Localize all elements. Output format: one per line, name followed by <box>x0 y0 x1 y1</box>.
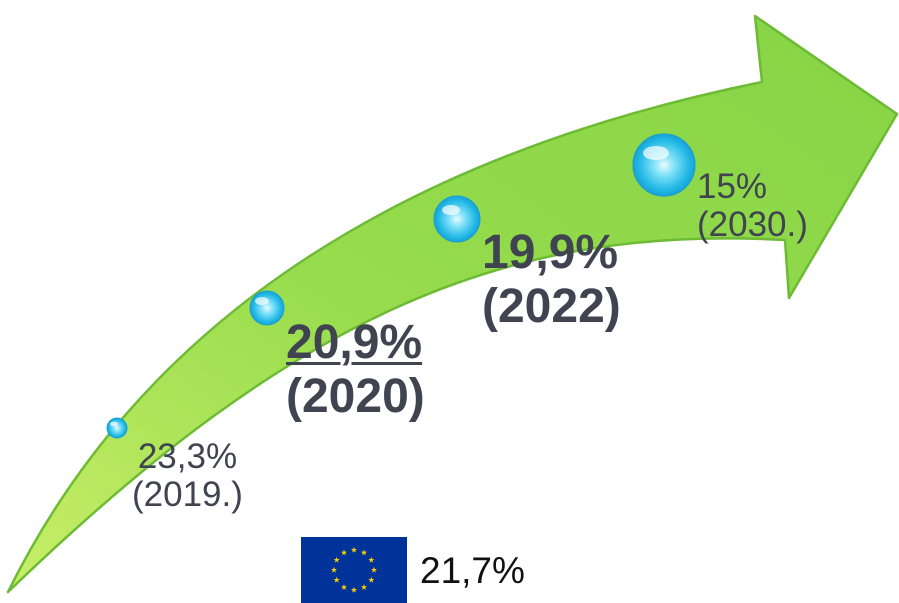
bubble-2022 <box>433 195 481 243</box>
eu-star-icon <box>350 586 358 593</box>
eu-star-icon <box>370 566 378 573</box>
milestone-2020: 20,9% (2020) <box>286 316 425 424</box>
eu-star-icon <box>330 566 338 573</box>
milestone-2030: 15% (2030.) <box>697 168 808 244</box>
milestone-year: (2019.) <box>132 474 243 514</box>
eu-star-icon <box>340 584 348 590</box>
eu-star-icon <box>360 549 368 556</box>
eu-star-icon <box>368 576 375 583</box>
eu-stars <box>330 546 378 593</box>
eu-flag-icon <box>301 537 407 603</box>
milestone-year: (2030.) <box>697 204 808 244</box>
milestone-year: (2020) <box>286 369 425 423</box>
milestone-value: 20,9% <box>286 316 423 369</box>
milestone-2022: 19,9% (2022) <box>482 226 621 334</box>
eu-star-icon <box>333 556 340 563</box>
milestone-value: 15% <box>697 167 768 206</box>
eu-star-icon <box>368 556 375 563</box>
eu-star-icon <box>360 584 368 590</box>
bubble-2019 <box>106 417 128 439</box>
milestone-2019: 23,3% (2019.) <box>132 438 243 514</box>
eu-star-icon <box>350 546 358 553</box>
eu-star-icon <box>340 549 348 556</box>
eu-star-icon <box>333 576 340 583</box>
milestone-value: 19,9% <box>482 226 619 279</box>
milestone-year: (2022) <box>482 279 621 333</box>
bubble-2020 <box>249 290 285 326</box>
eu-average-value: 21,7% <box>420 550 525 591</box>
milestone-value: 23,3% <box>137 437 238 476</box>
bubble-2030 <box>632 133 696 197</box>
